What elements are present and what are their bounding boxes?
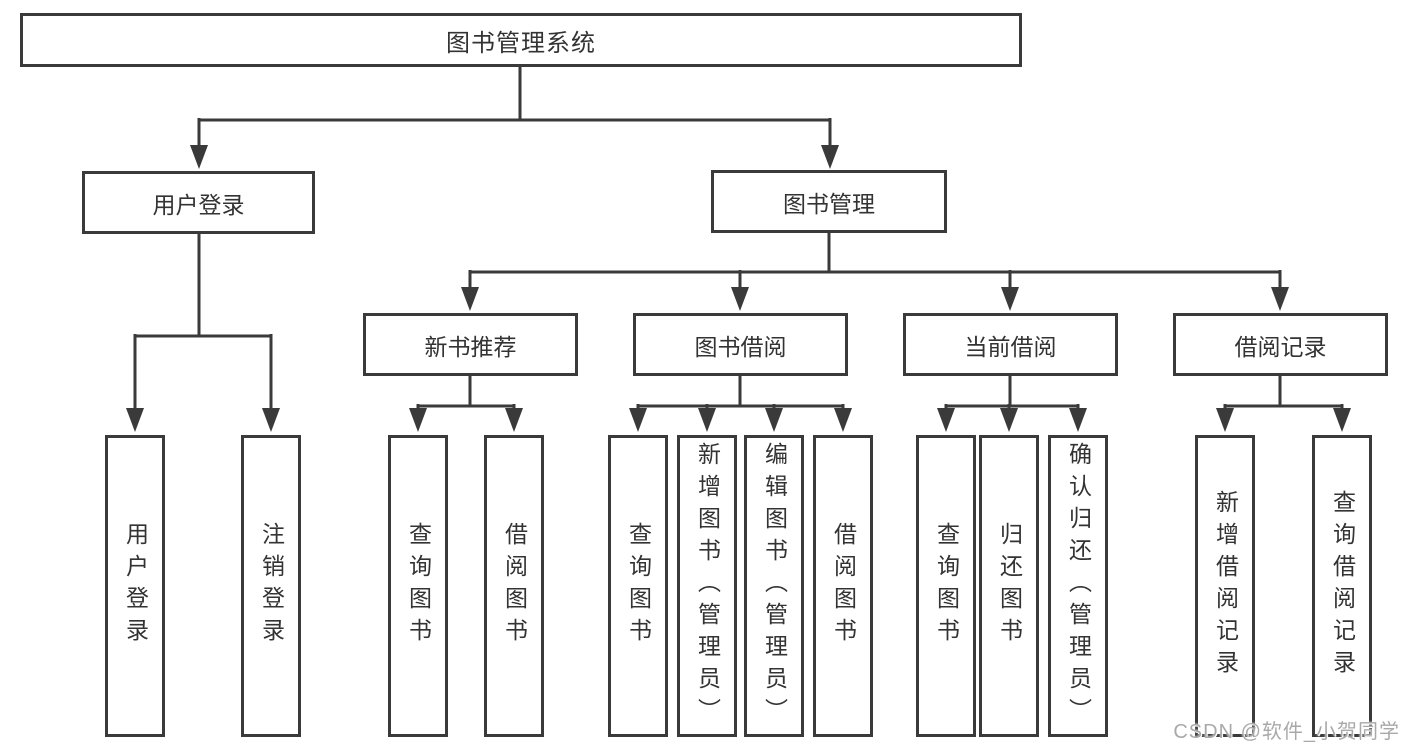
leaf-label: 确认归还（管理员） [1065, 442, 1092, 730]
leaf-label: 归还图书 [996, 522, 1023, 650]
leaf-edit-book-admin: 编辑图书（管理员） [744, 435, 804, 737]
leaf-add-borrow-record: 新增借阅记录 [1195, 435, 1255, 737]
node-borrowing-records: 借阅记录 [1173, 313, 1388, 376]
leaf-label: 用户登录 [122, 522, 149, 650]
leaf-logout: 注销登录 [241, 435, 301, 737]
leaf-label: 新增图书（管理员） [694, 442, 721, 730]
leaf-return-book: 归还图书 [979, 435, 1039, 737]
node-new-book-recommend: 新书推荐 [363, 313, 578, 376]
leaf-query-borrow-record: 查询借阅记录 [1312, 435, 1372, 737]
leaf-label: 查询图书 [405, 522, 432, 650]
leaf-borrow-books: 借阅图书 [813, 435, 873, 737]
leaf-add-book-admin: 新增图书（管理员） [677, 435, 737, 737]
leaf-label: 查询图书 [625, 522, 652, 650]
leaf-query-books-borrow: 查询图书 [608, 435, 668, 737]
node-root-system: 图书管理系统 [20, 13, 1022, 67]
leaf-borrow-books-recommend: 借阅图书 [484, 435, 544, 737]
node-user-login: 用户登录 [82, 171, 315, 234]
leaf-query-books-recommend: 查询图书 [388, 435, 448, 737]
leaf-label: 借阅图书 [501, 522, 528, 650]
leaf-label: 注销登录 [258, 522, 285, 650]
leaf-label: 查询图书 [933, 522, 960, 650]
leaf-query-books-current: 查询图书 [916, 435, 976, 737]
node-book-management: 图书管理 [711, 170, 947, 233]
leaf-label: 编辑图书（管理员） [761, 442, 788, 730]
csdn-watermark: CSDN @软件_小贺同学 [1173, 721, 1400, 743]
node-book-borrowing: 图书借阅 [633, 313, 848, 376]
leaf-label: 查询借阅记录 [1329, 490, 1356, 682]
leaf-confirm-return-admin: 确认归还（管理员） [1048, 435, 1108, 737]
leaf-label: 新增借阅记录 [1212, 490, 1239, 682]
leaf-user-login: 用户登录 [105, 435, 165, 737]
connector-arrowheads [126, 145, 1351, 432]
node-current-borrowing: 当前借阅 [903, 313, 1118, 376]
connector-lines [133, 67, 1344, 411]
leaf-label: 借阅图书 [830, 522, 857, 650]
